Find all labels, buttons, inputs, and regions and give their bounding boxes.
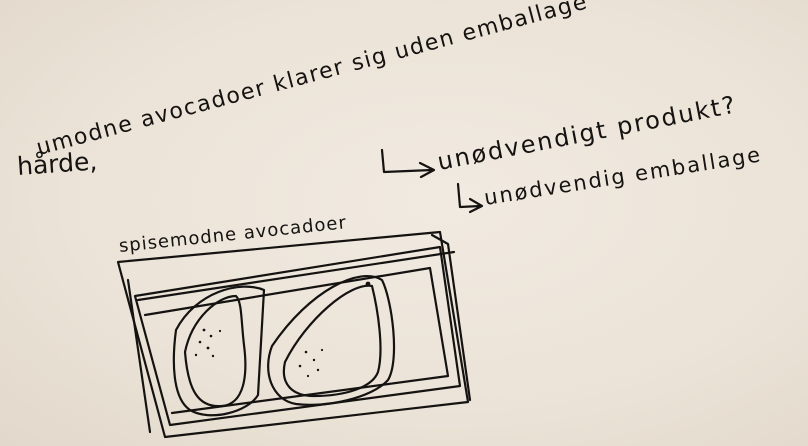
arrow-to-unnecessary-packaging	[458, 184, 482, 212]
avocado-right	[284, 286, 381, 396]
avocado-right-speckles	[299, 349, 323, 377]
arrow-to-unnecessary-product	[382, 150, 434, 177]
avocado-tray-drawing	[118, 232, 470, 437]
avocado-left-speckles	[195, 329, 221, 358]
avocado-left	[185, 296, 245, 406]
